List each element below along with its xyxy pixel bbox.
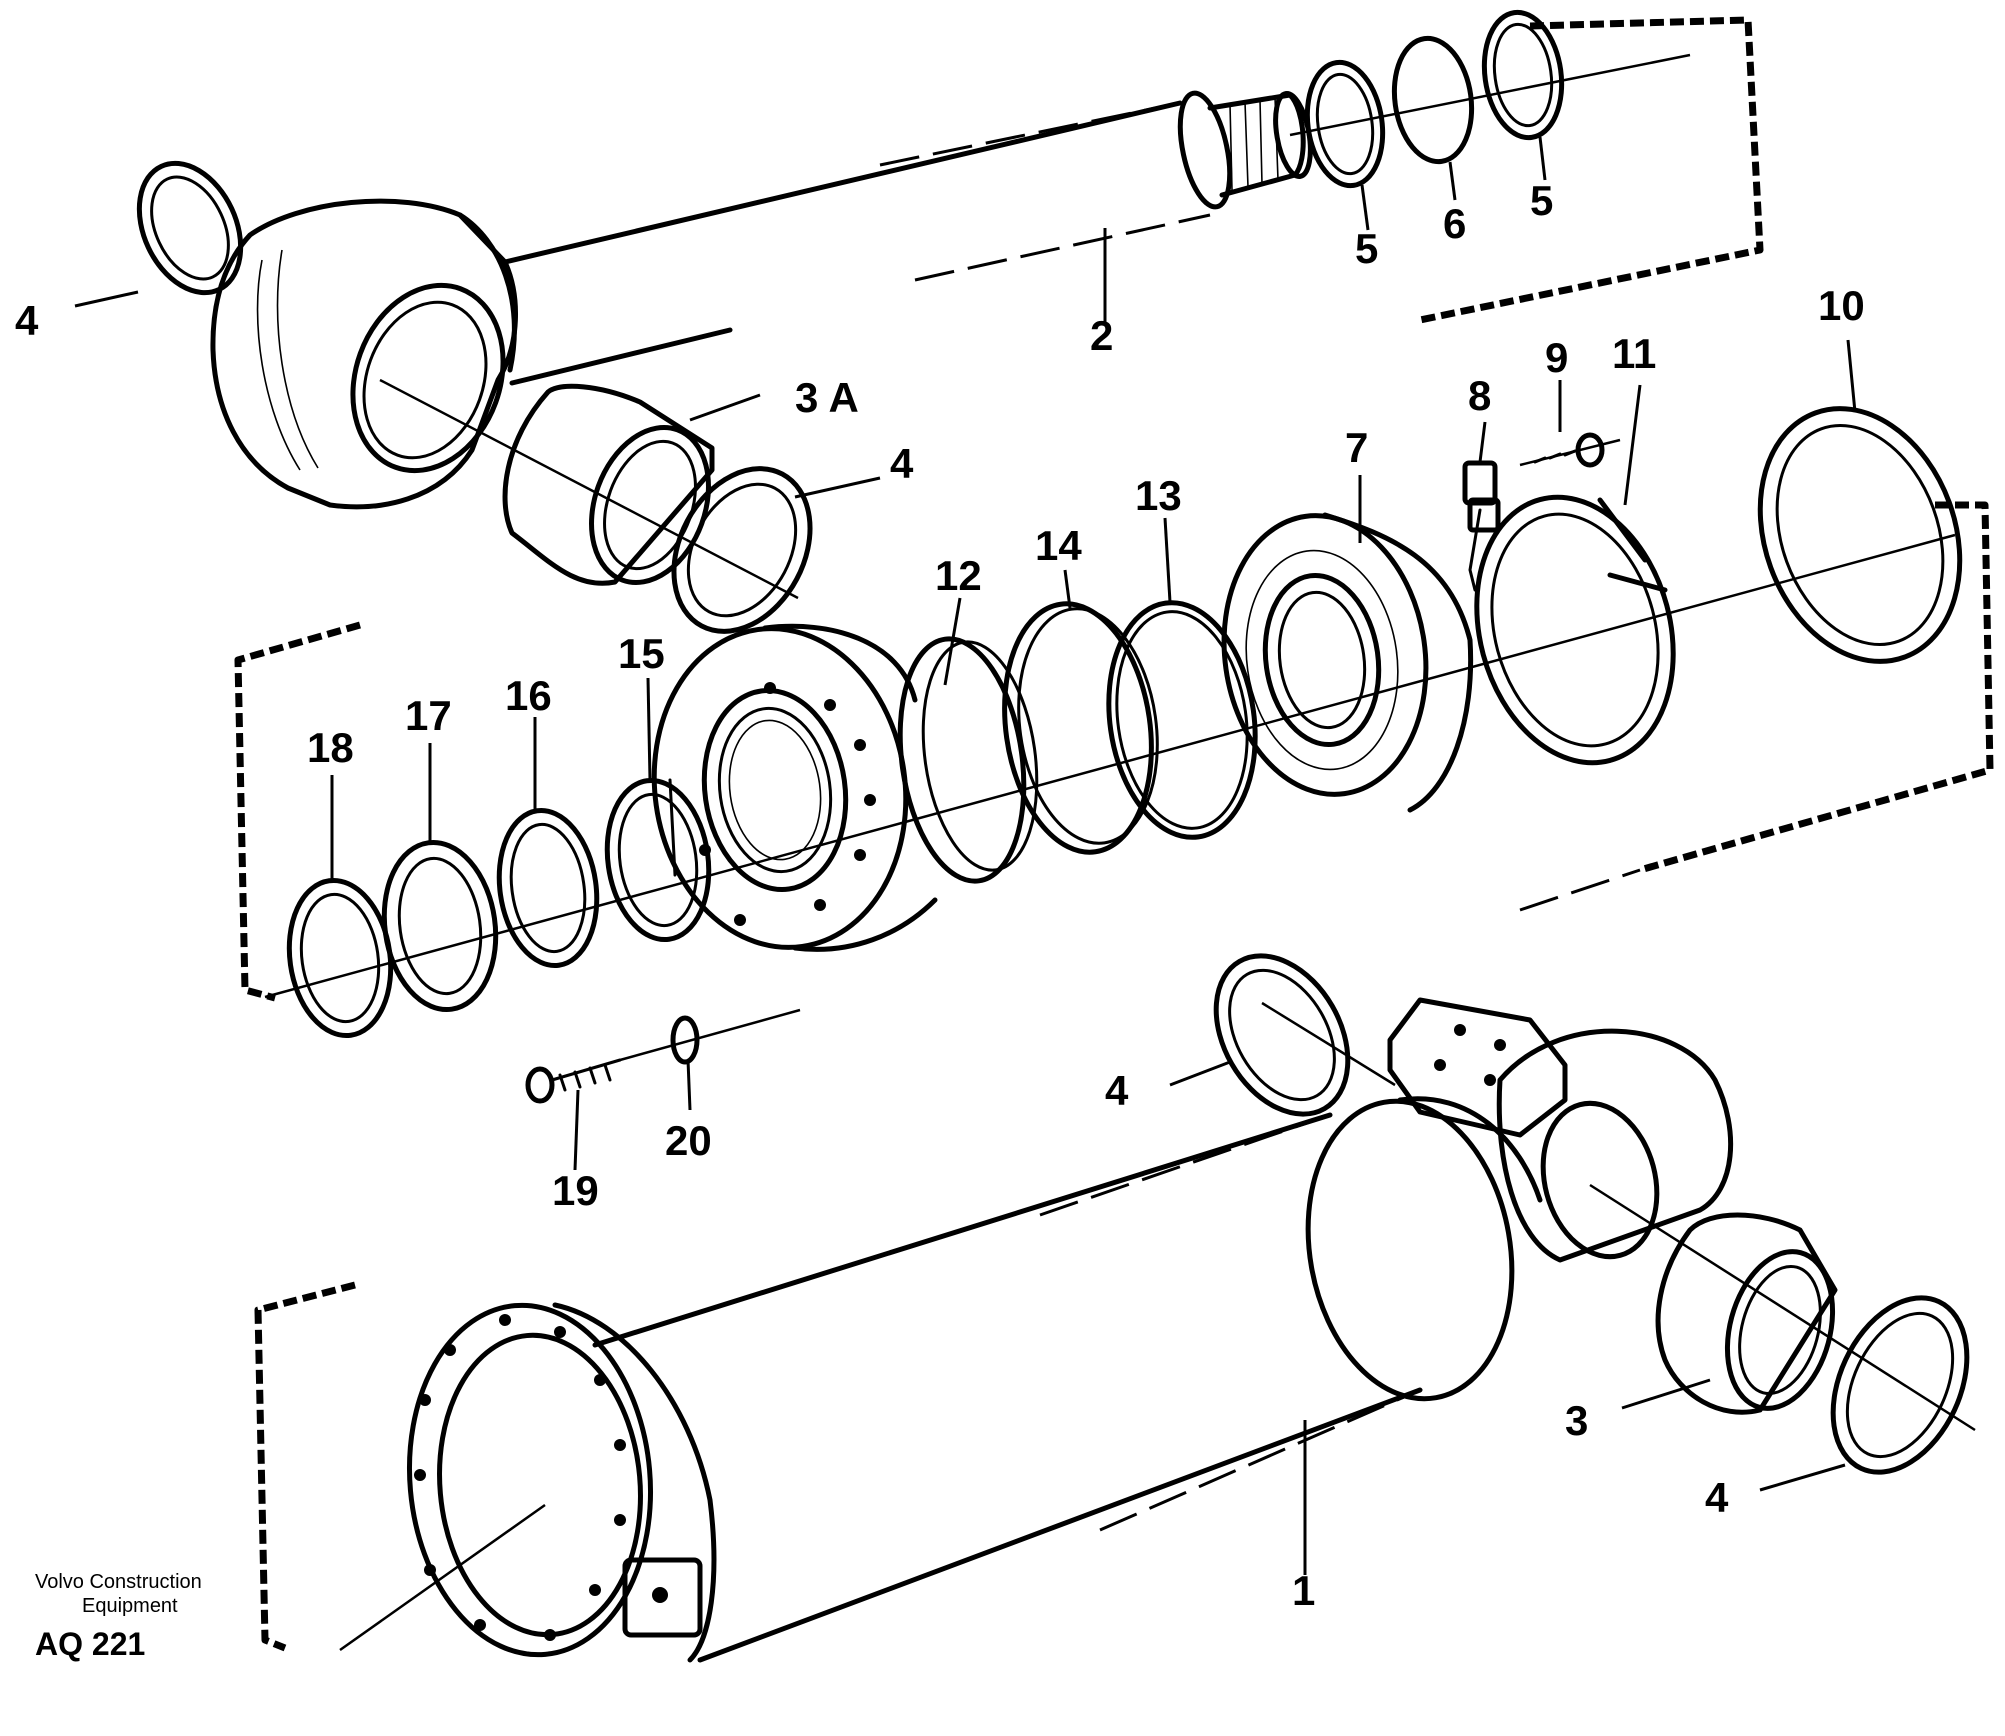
callout-8: 8 [1468, 372, 1491, 419]
ring-17 [381, 839, 499, 1013]
seal-ring-10 [1757, 406, 1963, 664]
group-bracket-left [234, 621, 361, 1002]
credit-line-2: Equipment [82, 1595, 178, 1617]
screw-9 [1519, 432, 1621, 468]
callout-16: 16 [505, 672, 552, 719]
ring-14 [1002, 601, 1159, 855]
cylinder-eye-part [1387, 997, 1734, 1263]
callout-4-bottom-right: 4 [1705, 1474, 1729, 1521]
callout-20: 20 [665, 1117, 712, 1164]
callout-4-top-left: 4 [15, 297, 39, 344]
piston-head-part [651, 623, 938, 952]
callout-5-b: 5 [1530, 177, 1553, 224]
drawing-code: AQ 221 [35, 1626, 145, 1662]
callout-5-a: 5 [1355, 225, 1378, 272]
seal-ring-4-mid-right [1213, 953, 1351, 1117]
callout-4-bushing: 4 [890, 440, 914, 487]
seal-ring-4-top-left [136, 160, 244, 296]
callout-10: 10 [1818, 282, 1865, 329]
callout-12: 12 [935, 552, 982, 599]
callout-11: 11 [1612, 330, 1656, 377]
callout-3: 3 [1565, 1397, 1588, 1444]
ring-18 [286, 877, 394, 1039]
callout-19: 19 [552, 1167, 599, 1214]
callout-15: 15 [618, 630, 665, 677]
cylinder-tube-part [406, 1096, 1543, 1663]
callout-3a: 3 A [795, 374, 859, 421]
pin-8 [1462, 460, 1501, 592]
group-bracket-bottom [254, 1281, 356, 1652]
callout-18: 18 [307, 724, 354, 771]
group-bracket-right [1639, 501, 1994, 874]
callout-7: 7 [1345, 424, 1368, 471]
ring-13 [1106, 600, 1258, 840]
rings-5-6-5 [1304, 9, 1565, 189]
gland-7 [1221, 512, 1474, 813]
bushing-3 [1655, 1212, 1838, 1415]
callout-13: 13 [1135, 472, 1182, 519]
ring-12 [897, 636, 1039, 884]
group-bracket-top [1419, 16, 1764, 324]
ring-16 [496, 807, 600, 969]
seal-ring-4-bottom-right [1830, 1295, 1970, 1475]
callout-14: 14 [1035, 522, 1082, 569]
callout-4-mid-right: 4 [1105, 1067, 1129, 1114]
rod-eye-part [210, 198, 518, 510]
callout-17: 17 [405, 692, 452, 739]
screw-19-washer-20 [525, 1008, 801, 1104]
leader-lines [74, 136, 1857, 1575]
split-ring-11 [1474, 494, 1676, 766]
callout-2: 2 [1090, 312, 1113, 359]
callout-6: 6 [1443, 200, 1466, 247]
seal-ring-4-bushing [671, 466, 813, 634]
piston-rod-part [502, 90, 1313, 386]
callout-1: 1 [1292, 1567, 1315, 1614]
credit-line-1: Volvo Construction [35, 1571, 202, 1593]
callout-9: 9 [1545, 334, 1568, 381]
